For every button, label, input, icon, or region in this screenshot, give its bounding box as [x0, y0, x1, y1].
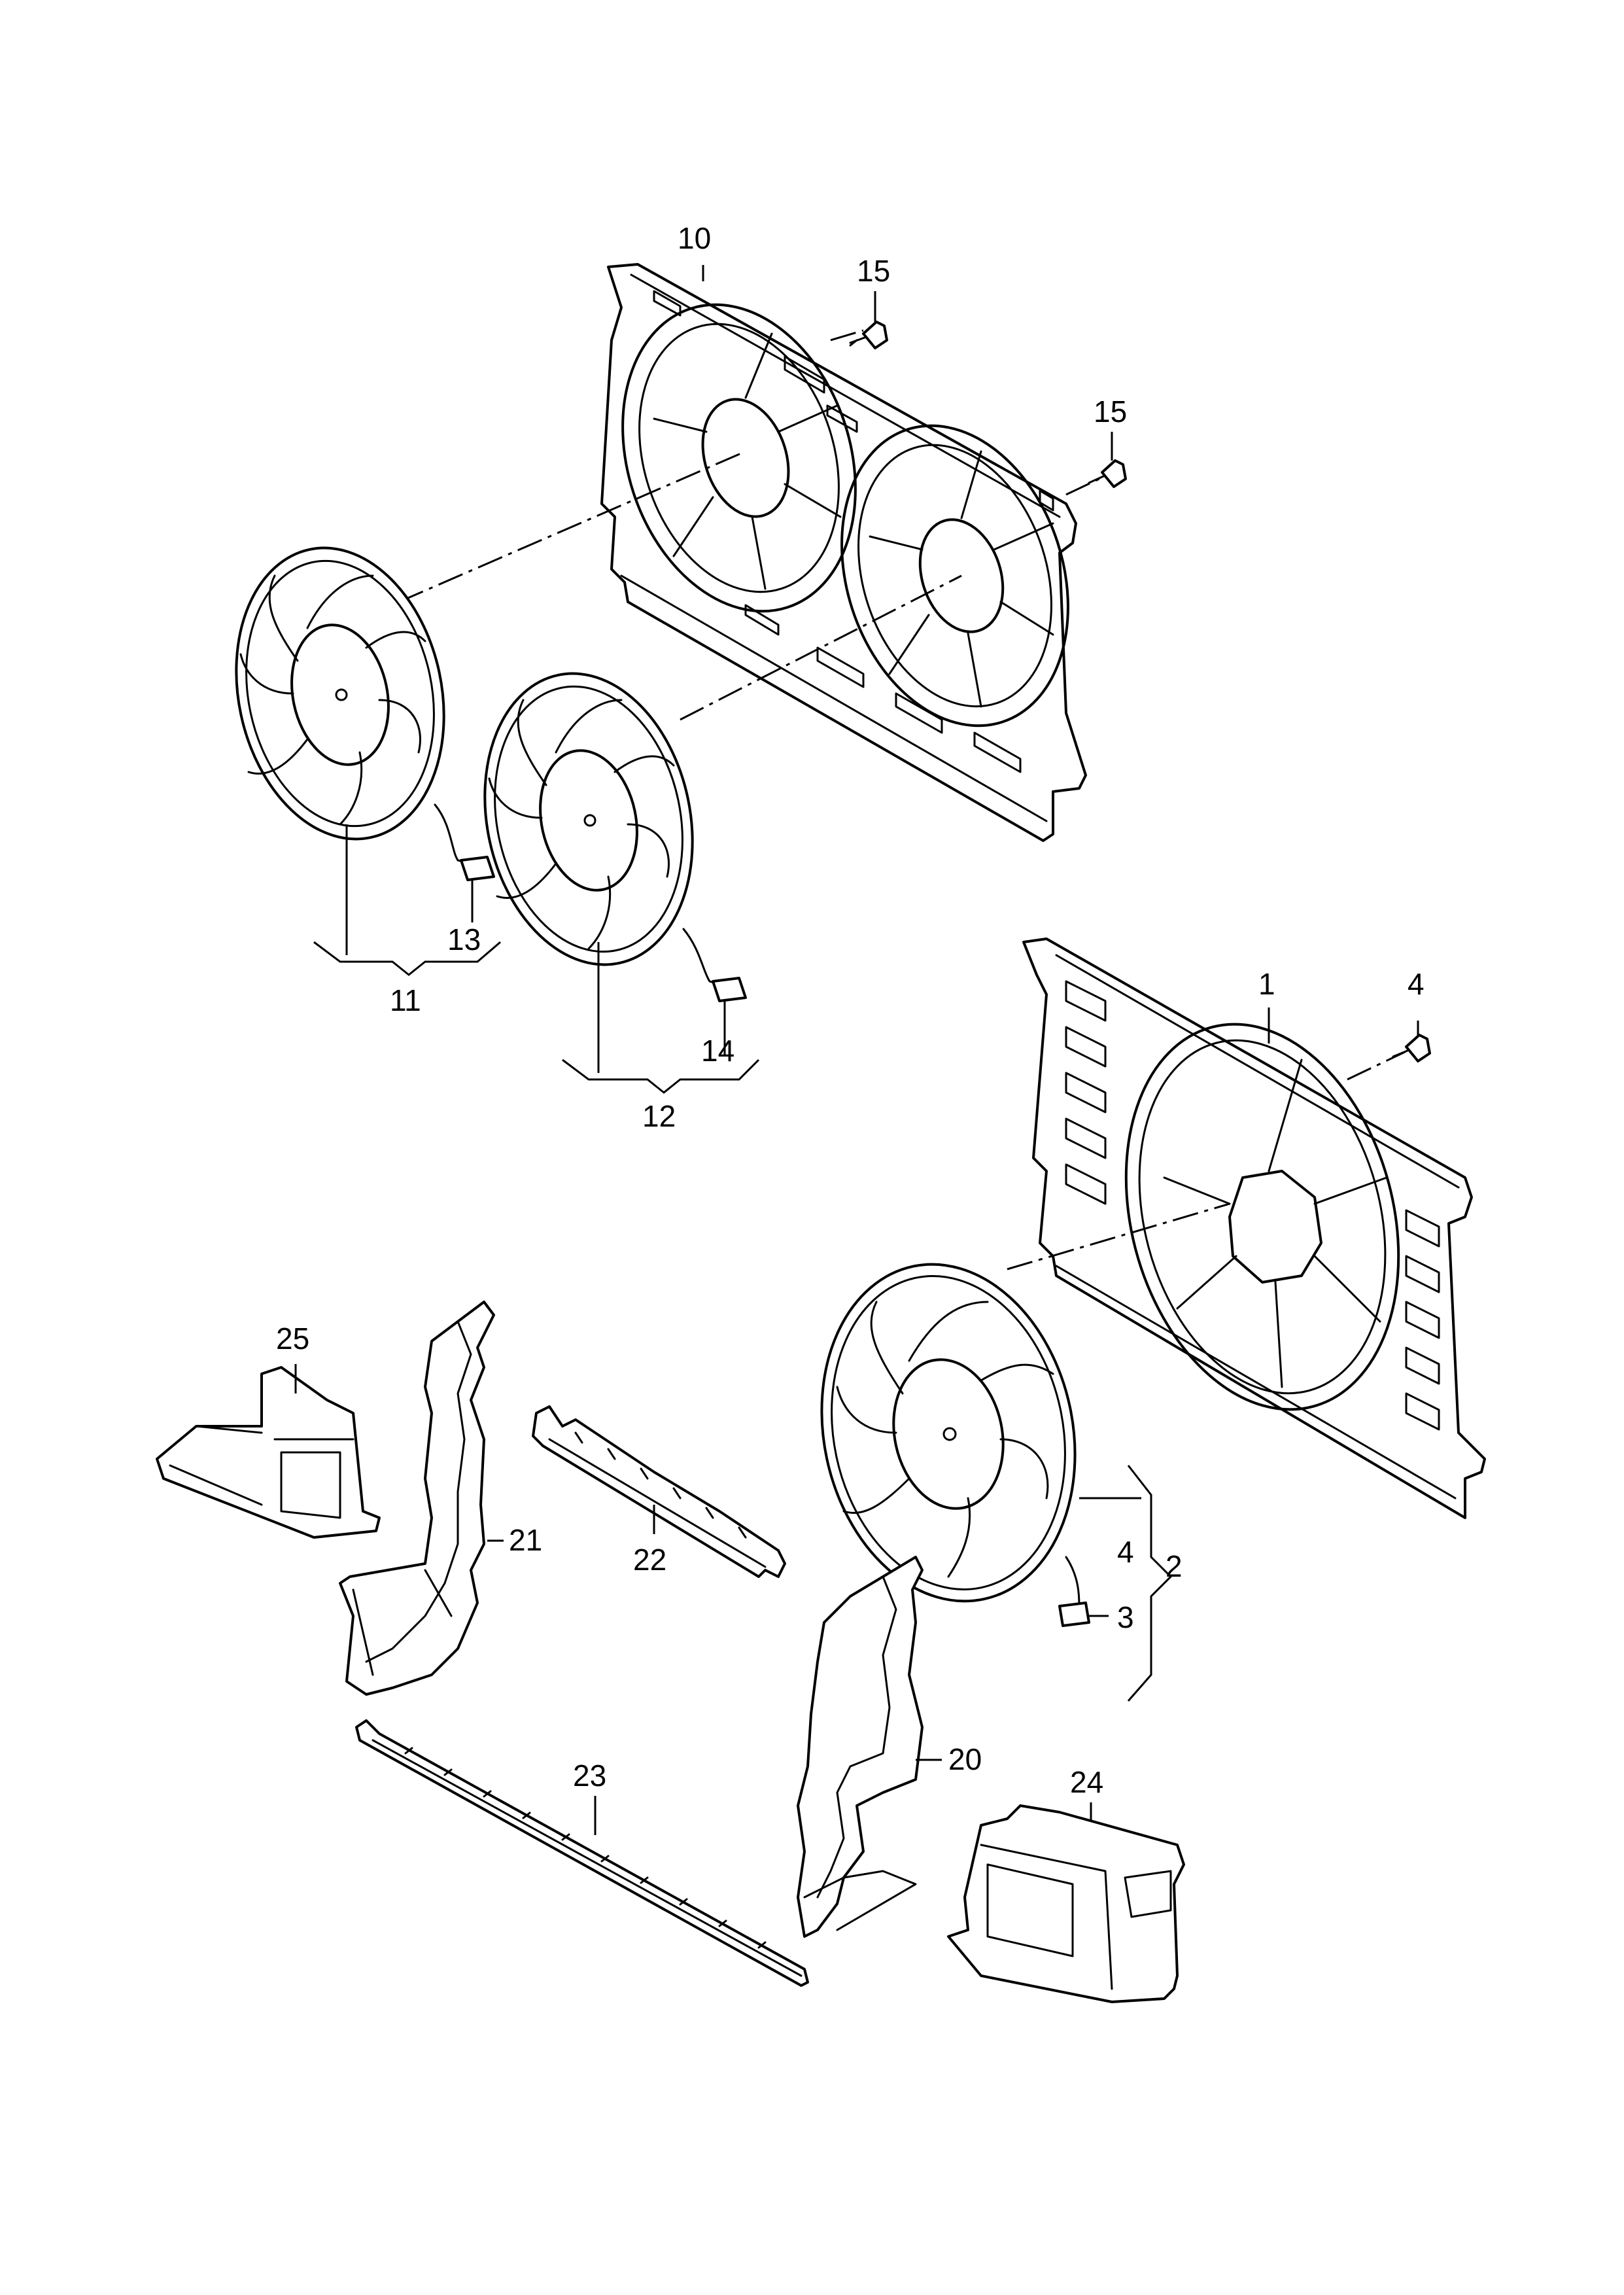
callout-12: 12 [642, 1099, 676, 1133]
callout-22: 22 [633, 1543, 666, 1577]
bracket-11 [313, 824, 501, 976]
fan-12[interactable] [459, 654, 719, 985]
callout-4-bolt: 4 [1408, 967, 1425, 1001]
fan-2-connector-cable [1058, 1556, 1090, 1627]
seal-strip-22[interactable] [532, 1405, 786, 1578]
callout-10: 10 [678, 221, 711, 255]
single-fan-shroud[interactable] [1022, 937, 1486, 1519]
air-guide-21[interactable] [339, 1301, 495, 1696]
callout-4-fan: 4 [1117, 1535, 1134, 1569]
bolt-4[interactable] [1392, 1034, 1431, 1062]
callout-24: 24 [1070, 1765, 1103, 1799]
seal-strip-23[interactable] [355, 1719, 809, 1987]
callout-21: 21 [509, 1523, 542, 1557]
callout-15-lower: 15 [1094, 394, 1127, 429]
air-duct-24[interactable] [947, 1804, 1185, 2003]
callout-14: 14 [701, 1034, 734, 1068]
callout-3: 3 [1117, 1600, 1134, 1634]
callout-11: 11 [390, 983, 421, 1017]
callout-13: 13 [447, 922, 481, 956]
bracket-2 [1079, 1465, 1173, 1702]
air-guide-20[interactable] [797, 1556, 924, 1938]
fan-11-connector-cable [434, 803, 495, 881]
callout-1: 1 [1258, 967, 1275, 1001]
callout-23: 23 [573, 1759, 606, 1793]
callout-20: 20 [948, 1742, 982, 1776]
fan-12-connector-cable [682, 928, 747, 1002]
callout-25: 25 [276, 1322, 309, 1356]
bracket-12 [562, 942, 760, 1094]
dual-fan-shroud[interactable] [585, 263, 1105, 842]
callout-15-upper: 15 [857, 254, 890, 288]
fan-11[interactable] [211, 529, 470, 859]
bolt-15-upper[interactable] [849, 321, 888, 349]
air-duct-25[interactable] [156, 1366, 381, 1539]
fan-2[interactable] [791, 1240, 1105, 1625]
bolt-15-lower[interactable] [1088, 459, 1127, 488]
callout-2: 2 [1166, 1549, 1183, 1583]
